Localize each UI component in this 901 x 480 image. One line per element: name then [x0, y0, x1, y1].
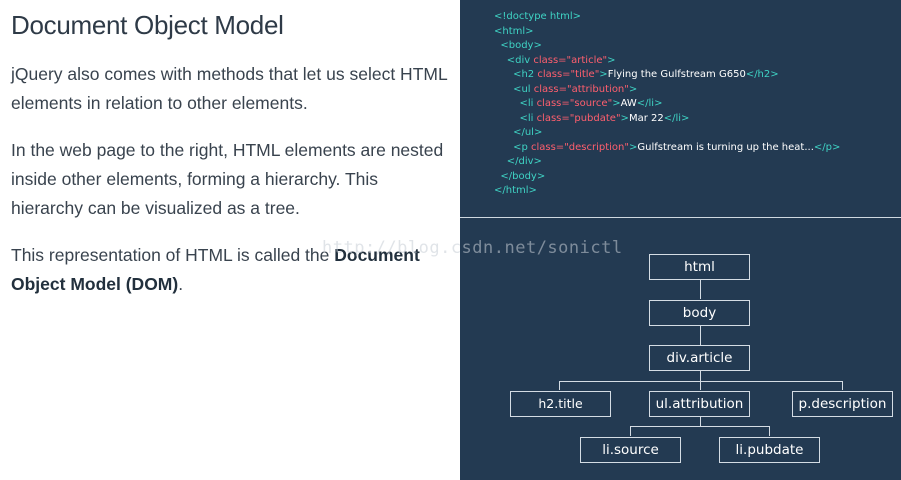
code-line-doctype: <!doctype html> [494, 11, 582, 22]
connector-attribution-bar [630, 426, 770, 427]
code-div-tag: <div [506, 54, 534, 66]
code-li-pubdate-close: </li> [663, 112, 690, 124]
code-p-attr: class="description" [530, 141, 629, 153]
tree-node-source: li.source [580, 437, 681, 463]
html-code-block: <!doctype html> <html> <body> <div class… [494, 10, 840, 199]
code-line-div-close: </div> [506, 156, 542, 167]
connector-attribution-down [700, 416, 701, 426]
code-div-end: > [607, 54, 616, 66]
connector-html-body [700, 280, 701, 299]
code-li-source-end: > [612, 98, 621, 109]
code-li-pubdate-attr: class="pubdate" [536, 112, 621, 124]
connector-body-article [700, 326, 701, 345]
code-div-attr: class="article" [533, 54, 608, 66]
code-h2-end: > [599, 69, 608, 80]
code-li-source-close: </li> [636, 98, 663, 109]
paragraph-3: This representation of HTML is called th… [11, 241, 451, 299]
code-li-pubdate-text: Mar 22 [628, 112, 664, 124]
connector-to-title [559, 381, 560, 390]
code-li-pubdate-tag: <li [519, 112, 537, 124]
paragraph-3-suffix: . [178, 274, 184, 294]
connector-to-source [630, 426, 631, 436]
code-line-body: <body> [500, 40, 542, 51]
code-h2-tag: <h2 [513, 69, 538, 80]
code-p-tag: <p [513, 141, 531, 153]
tree-node-pubdate: li.pubdate [719, 437, 820, 463]
code-h2-close: </h2> [745, 69, 779, 80]
illustration-panel: <!doctype html> <html> <body> <div class… [460, 0, 901, 480]
lesson-text-panel: Document Object Model jQuery also comes … [11, 10, 451, 299]
connector-to-description [842, 381, 843, 390]
tree-node-body: body [649, 300, 750, 326]
panel-divider [460, 217, 901, 218]
code-ul-tag: <ul [513, 83, 534, 95]
tree-node-html: html [649, 254, 750, 280]
paragraph-3-prefix: This representation of HTML is called th… [11, 245, 335, 265]
code-line-html: <html> [494, 25, 534, 37]
code-ul-attr: class="attribution" [533, 83, 629, 95]
tree-node-attribution: ul.attribution [649, 391, 750, 417]
code-li-source-text: AW [620, 98, 637, 109]
code-line-body-close: </body> [500, 170, 546, 182]
code-li-source-tag: <li [519, 98, 537, 109]
code-p-close: </p> [813, 141, 841, 153]
code-line-html-close: </html> [494, 185, 537, 196]
page-title: Document Object Model [11, 10, 284, 40]
connector-to-attribution [700, 381, 701, 390]
code-ul-end: > [628, 83, 638, 95]
tree-node-title: h2.title [510, 391, 611, 417]
watermark: http://blog.csdn.net/sonictl [322, 238, 623, 258]
connector-article-down [700, 371, 701, 381]
code-p-text: Gulfstream is turning up the heat... [637, 141, 814, 153]
code-li-source-attr: class="source" [536, 98, 613, 109]
code-line-ul-close: </ul> [513, 127, 543, 138]
code-p-end: > [629, 141, 638, 153]
code-h2-text: Flying the Gulfstream G650 [607, 69, 746, 80]
code-li-pubdate-end: > [620, 112, 629, 124]
paragraph-2: In the web page to the right, HTML eleme… [11, 140, 444, 218]
paragraph-1: jQuery also comes with methods that let … [11, 64, 448, 113]
tree-node-description: p.description [792, 391, 893, 417]
dom-term: Document Object Model (DOM) [11, 245, 420, 294]
connector-to-pubdate [769, 426, 770, 436]
tree-node-article: div.article [649, 345, 750, 371]
code-h2-attr: class="title" [537, 69, 600, 80]
